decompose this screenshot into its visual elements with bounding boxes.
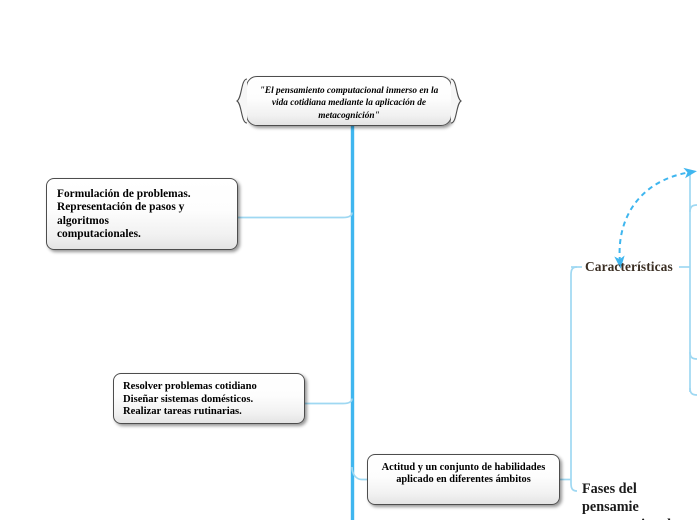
branch-formulacion bbox=[238, 212, 353, 219]
branch-resolver bbox=[305, 398, 353, 405]
formulacion-node-text: Formulación de problemas. Representación… bbox=[57, 188, 191, 241]
dashed-arrow bbox=[614, 167, 697, 269]
far-right-bracket-bottom bbox=[689, 351, 697, 360]
far-right-bracket-lower bbox=[689, 387, 697, 396]
brace-right-icon bbox=[450, 78, 462, 124]
far-right-bracket-top bbox=[689, 204, 697, 213]
central-topic[interactable]: "El pensamiento computacional inmerso en… bbox=[236, 76, 462, 126]
caracteristicas-label[interactable]: Características bbox=[585, 259, 673, 274]
fases-label[interactable]: Fases del pensamie computacional bbox=[582, 481, 671, 520]
resolver-node[interactable]: Resolver problemas cotidiano Diseñar sis… bbox=[113, 373, 305, 424]
actitud-node[interactable]: Actitud y un conjunto de habilidades apl… bbox=[367, 454, 560, 505]
brace-left-icon bbox=[236, 78, 248, 124]
branch-actitud bbox=[351, 466, 367, 481]
right-subspine bbox=[570, 266, 578, 492]
central-topic-text: "El pensamiento computacional inmerso en… bbox=[259, 86, 439, 121]
actitud-node-text: Actitud y un conjunto de habilidades apl… bbox=[381, 462, 546, 486]
resolver-node-text: Resolver problemas cotidiano Diseñar sis… bbox=[123, 381, 257, 417]
formulacion-node[interactable]: Formulación de problemas. Representación… bbox=[46, 178, 238, 250]
